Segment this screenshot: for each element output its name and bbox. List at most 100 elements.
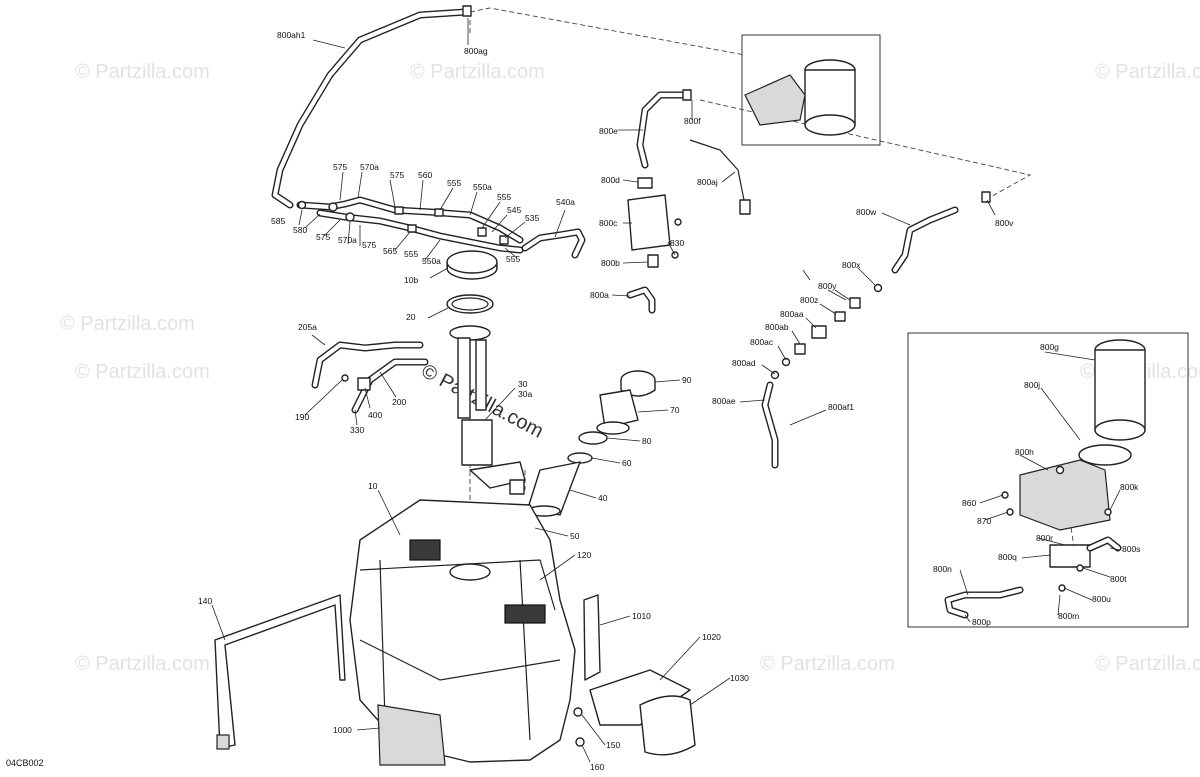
callout-1000: 1000: [333, 725, 352, 735]
callout-575: 575: [362, 240, 376, 250]
callout-555: 555: [506, 254, 520, 264]
hose-800ae: [761, 381, 779, 469]
filler-neck-70: [596, 389, 639, 435]
heat-shield-1000: [377, 704, 446, 766]
callout-800b: 800b: [601, 258, 620, 268]
callout-800f: 800f: [684, 116, 701, 126]
callout-800q: 800q: [998, 552, 1017, 562]
diagram-code: 04CB002: [6, 758, 44, 768]
watermark-text: © Partzilla.com: [75, 361, 210, 383]
callout-800ac: 800ac: [750, 337, 774, 347]
watermark-text: © Partzilla.com: [1095, 61, 1200, 83]
hose-205a: [311, 341, 424, 389]
callout-30a: 30a: [518, 389, 532, 399]
watermark-text: © Partzilla.com: [75, 653, 210, 675]
callout-800ab: 800ab: [765, 322, 789, 332]
callout-800x: 800x: [842, 260, 861, 270]
callout-120: 120: [577, 550, 591, 560]
callout-535: 535: [525, 213, 539, 223]
callout-800k: 800k: [1120, 482, 1139, 492]
callout-550a: 550a: [473, 182, 492, 192]
watermark-text: © Partzilla.com: [60, 313, 195, 335]
lock-ring-10b: [446, 250, 498, 280]
callout-565: 565: [383, 246, 397, 256]
callout-800w: 800w: [856, 207, 877, 217]
callout-575: 575: [390, 170, 404, 180]
strap-140: [214, 594, 346, 750]
callout-190: 190: [295, 412, 309, 422]
leader-lines: [211, 18, 1121, 763]
callout-800z: 800z: [800, 295, 818, 305]
callout-800c: 800c: [599, 218, 618, 228]
callout-800ae: 800ae: [712, 396, 736, 406]
callout-1030: 1030: [730, 673, 749, 683]
callout-80: 80: [642, 436, 652, 446]
fuel-pump-module: [449, 325, 526, 495]
callout-800r: 800r: [1036, 533, 1053, 543]
callout-800u: 800u: [1092, 594, 1111, 604]
callout-580: 580: [293, 225, 307, 235]
callout-545: 545: [507, 205, 521, 215]
callout-870: 870: [977, 516, 991, 526]
seal-20: [446, 294, 494, 314]
callout-50: 50: [570, 531, 580, 541]
callout-160: 160: [590, 762, 604, 772]
callout-555: 555: [447, 178, 461, 188]
callout-30: 30: [518, 379, 528, 389]
filler-hose-40: [527, 461, 581, 517]
callout-1020: 1020: [702, 632, 721, 642]
hose-800w: [891, 191, 991, 274]
vent-hose-800ah1: [271, 5, 472, 209]
guard-1010: [583, 594, 601, 681]
callout-10b: 10b: [404, 275, 418, 285]
nut-160: [575, 737, 585, 747]
callout-140: 140: [198, 596, 212, 606]
pump-800q: [1049, 536, 1122, 592]
callout-90: 90: [682, 375, 692, 385]
hose-800e: [636, 89, 692, 169]
canister-exploded-box: [907, 332, 1189, 628]
callout-800aa: 800aa: [780, 309, 804, 319]
callout-570a: 570a: [338, 235, 357, 245]
callout-800j: 800j: [1024, 380, 1040, 390]
watermark-text: © Partzilla.com: [760, 653, 895, 675]
bracket-800h: [1001, 459, 1112, 531]
callout-800ag: 800ag: [464, 46, 488, 56]
canister-800g: [1094, 339, 1146, 441]
callout-800d: 800d: [601, 175, 620, 185]
vent-fittings-row: [296, 196, 586, 259]
callout-585: 585: [271, 216, 285, 226]
callout-800t: 800t: [1110, 574, 1127, 584]
callout-800af1: 800af1: [828, 402, 854, 412]
callout-575: 575: [333, 162, 347, 172]
fuel-tank-10: [349, 499, 576, 763]
callout-800m: 800m: [1058, 611, 1079, 621]
callout-60: 60: [622, 458, 632, 468]
watermark-text: © Partzilla.com: [75, 61, 210, 83]
hose-200: [341, 358, 429, 414]
callout-70: 70: [670, 405, 680, 415]
guard-1030: [639, 695, 696, 756]
callout-10: 10: [368, 481, 378, 491]
callout-570a: 570a: [360, 162, 379, 172]
callout-200: 200: [392, 397, 406, 407]
callout-560: 560: [418, 170, 432, 180]
callout-150: 150: [606, 740, 620, 750]
watermark-text: © Partzilla.com: [1095, 653, 1200, 675]
callout-205a: 205a: [298, 322, 317, 332]
callout-800ah1: 800ah1: [277, 30, 306, 40]
callout-800p: 800p: [972, 617, 991, 627]
nut-150: [573, 707, 583, 717]
callout-800aj: 800aj: [697, 177, 718, 187]
callout-labels: 800ah1 800ag 575 570a 575 560 555 550a 5…: [198, 30, 1140, 772]
callout-555: 555: [497, 192, 511, 202]
canister-detail-box: [741, 34, 881, 146]
callout-800h: 800h: [1015, 447, 1034, 457]
callout-40: 40: [598, 493, 608, 503]
callout-800a: 800a: [590, 290, 609, 300]
callout-860: 860: [962, 498, 976, 508]
callout-575: 575: [316, 232, 330, 242]
callout-400: 400: [368, 410, 382, 420]
